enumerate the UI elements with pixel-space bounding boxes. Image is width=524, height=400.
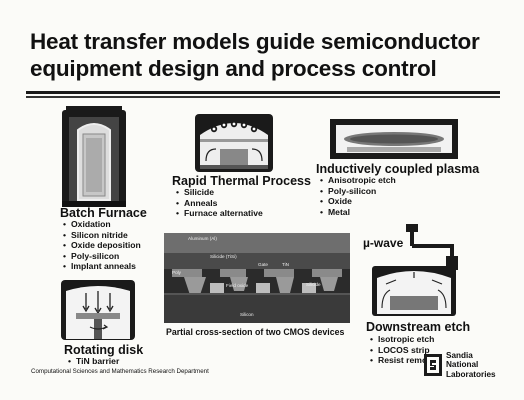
cross-section-label: Silicide (306, 282, 321, 287)
downstream-etch-diagram (372, 224, 458, 316)
list-item: Poly-silicon (63, 251, 141, 262)
list-item: Oxide (320, 196, 396, 207)
rotating-disk-heading: Rotating disk (64, 343, 144, 357)
rapid-thermal-heading: Rapid Thermal Process (172, 174, 311, 188)
title-divider-thin (26, 96, 500, 98)
rapid-thermal-list: Silicide Anneals Furnace alternative (176, 187, 263, 219)
cross-section-label: TiN (282, 262, 289, 267)
batch-furnace-diagram (62, 106, 126, 207)
sandia-wordmark: Sandia National Laboratories (446, 351, 496, 379)
list-item: Anisotropic etch (320, 175, 396, 186)
sandia-logo (424, 354, 442, 376)
list-item: Implant anneals (63, 261, 141, 272)
cross-section-label: Poly (172, 270, 181, 275)
list-item: LOCOS strip (370, 345, 439, 356)
list-item: Poly-silicon (320, 186, 396, 197)
department-credit: Computational Sciences and Mathematics R… (31, 368, 209, 375)
cross-section-label: Field oxide (226, 283, 249, 288)
list-item: Resist removal (370, 355, 439, 366)
cross-section-label: Aluminum (Al) (188, 236, 217, 241)
icp-diagram (330, 119, 458, 159)
cross-section-label: Silicide (TiSi) (210, 254, 237, 259)
list-item: Silicide (176, 187, 263, 198)
microwave-label: µ-wave (363, 236, 404, 250)
downstream-etch-list: Isotropic etch LOCOS strip Resist remova… (370, 334, 439, 366)
slide-title: Heat transfer models guide semiconductor… (30, 29, 480, 81)
list-item: Silicon nitride (63, 230, 141, 241)
rotating-disk-list: TiN barrier (68, 356, 119, 367)
cross-section-label: Silicon (240, 312, 254, 317)
icp-heading: Inductively coupled plasma (316, 162, 480, 176)
rapid-thermal-diagram (195, 114, 273, 172)
downstream-etch-heading: Downstream etch (366, 320, 471, 334)
icp-list: Anisotropic etch Poly-silicon Oxide Meta… (320, 175, 396, 217)
cmos-cross-section-image (164, 233, 350, 323)
cross-section-caption: Partial cross-section of two CMOS device… (166, 327, 345, 337)
title-divider (26, 91, 500, 94)
rotating-disk-diagram (61, 280, 135, 340)
list-item: Furnace alternative (176, 208, 263, 219)
batch-furnace-heading: Batch Furnace (60, 206, 147, 220)
list-item: Oxide deposition (63, 240, 141, 251)
list-item: TiN barrier (68, 356, 119, 367)
list-item: Anneals (176, 198, 263, 209)
list-item: Isotropic etch (370, 334, 439, 345)
list-item: Oxidation (63, 219, 141, 230)
batch-furnace-list: Oxidation Silicon nitride Oxide depositi… (63, 219, 141, 272)
list-item: Metal (320, 207, 396, 218)
cross-section-label: Gate (258, 262, 268, 267)
